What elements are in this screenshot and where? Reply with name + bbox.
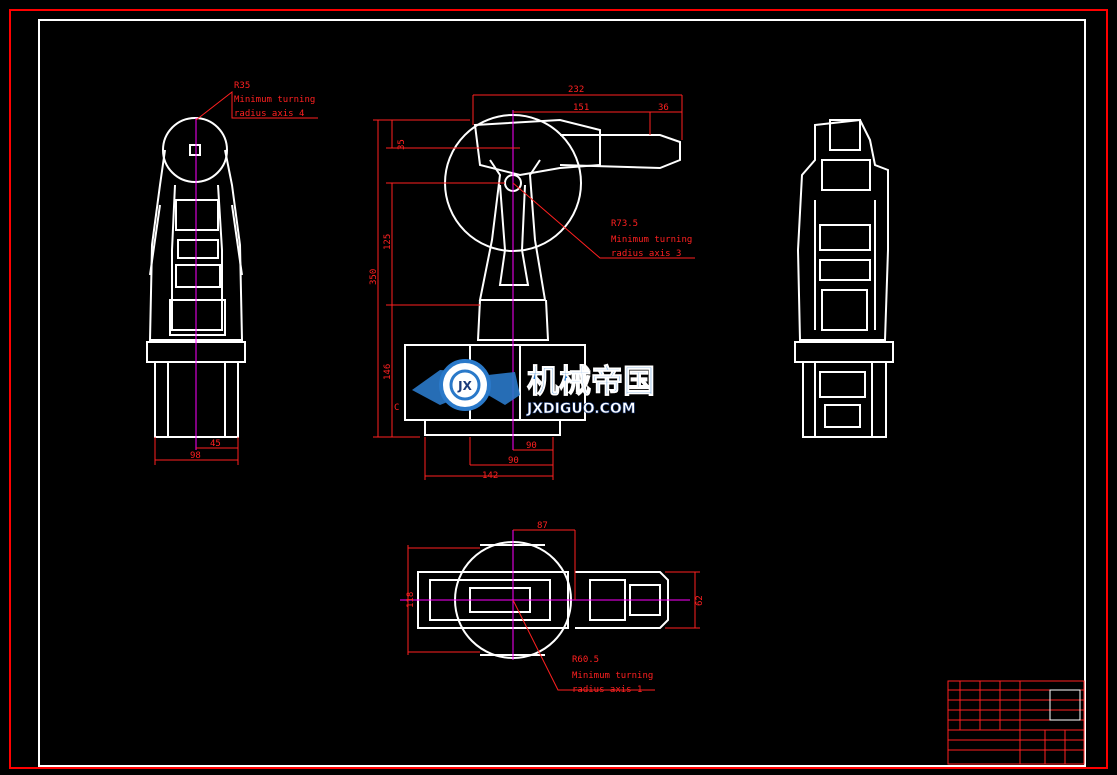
title-block [947, 680, 1085, 765]
front-note-line1: Minimum turning [611, 235, 692, 245]
top-dim-height-right: 62 [695, 595, 705, 606]
front-dim-top-offset: 35 [397, 139, 407, 150]
top-note-line1: Minimum turning [572, 671, 653, 681]
top-radius-label: R60.5 [572, 655, 599, 665]
front-dim-arm: 151 [573, 103, 589, 113]
front-dim-mid: 125 [383, 234, 393, 250]
front-note-line2: radius axis 3 [611, 249, 681, 259]
left-dim-width: 98 [190, 451, 201, 461]
top-note-line2: radius axis 1 [572, 685, 642, 695]
left-note-line2: radius axis 4 [234, 109, 304, 119]
front-corner-label: C [394, 403, 399, 413]
right-side-view [794, 118, 894, 438]
front-radius-label: R73.5 [611, 219, 638, 229]
watermark-emblem: JX [457, 379, 472, 393]
front-dim-base-a: 90 [526, 441, 537, 451]
left-radius-label: R35 [234, 81, 250, 91]
watermark-cn: 机械帝国 [527, 362, 655, 400]
watermark: JX 机械帝国 JXDIGUO.COM [412, 359, 656, 417]
left-note-line1: Minimum turning [234, 95, 315, 105]
top-dimensions [407, 529, 700, 691]
front-dimensions [373, 94, 695, 480]
outer-frame [9, 9, 1108, 769]
front-dim-tip: 36 [658, 103, 669, 113]
inner-frame [38, 19, 1086, 767]
top-dim-height-left: 118 [406, 592, 416, 608]
top-dim-offset: 87 [537, 521, 548, 531]
front-dim-height: 350 [369, 269, 379, 285]
front-dim-overall: 232 [568, 85, 584, 95]
front-dim-base-b: 90 [508, 456, 519, 466]
left-dim-small: 45 [210, 439, 221, 449]
front-dim-base-width: 142 [482, 471, 498, 481]
watermark-en: JXDIGUO.COM [526, 401, 636, 417]
front-dim-base: 146 [383, 364, 393, 380]
left-side-dimensions [154, 90, 318, 465]
